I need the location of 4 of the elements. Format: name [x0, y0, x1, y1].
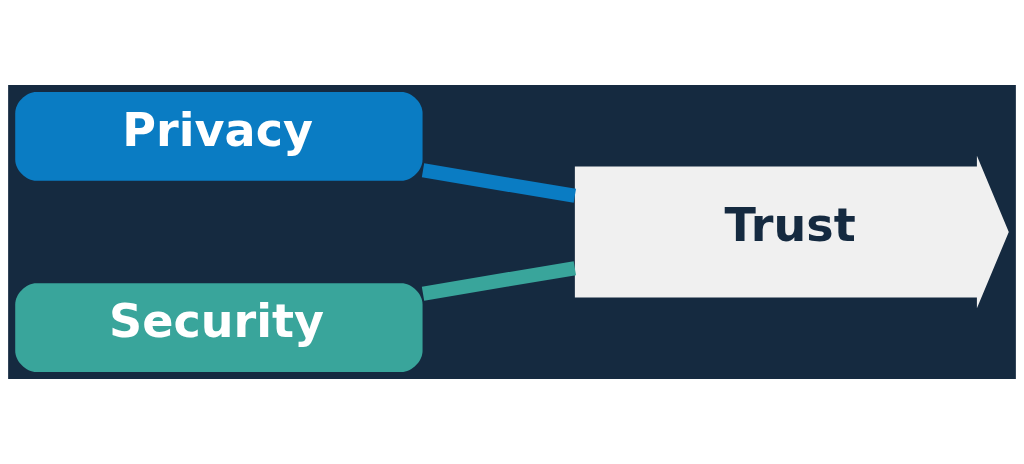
node-box: Privacy [15, 92, 423, 181]
connector [421, 261, 577, 301]
node-box: Security [15, 283, 423, 372]
connector [421, 163, 577, 203]
